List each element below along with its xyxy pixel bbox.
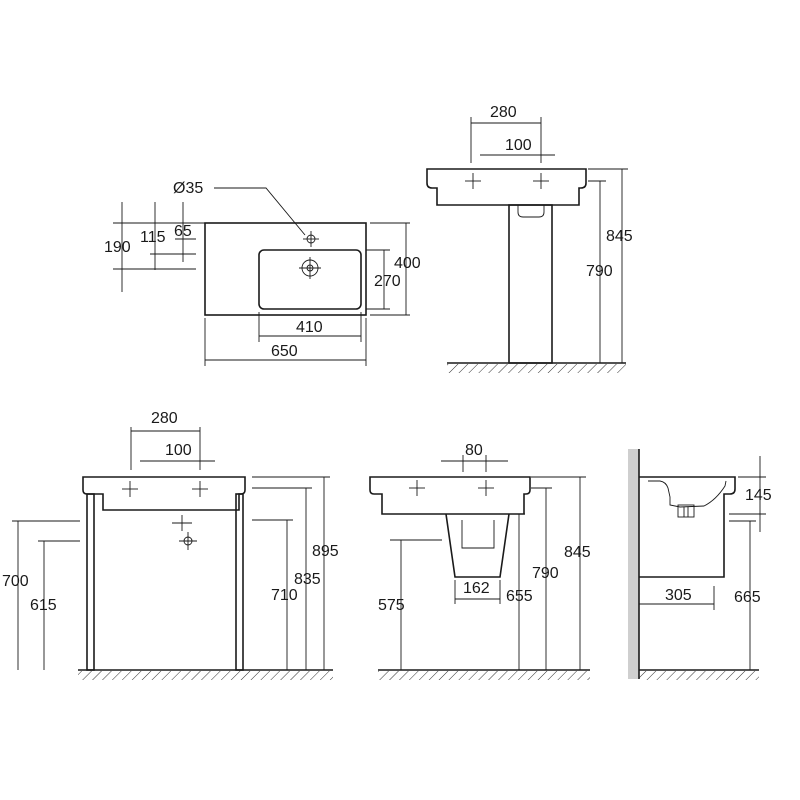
pedestal-view: 280 100 845 790 (426, 104, 633, 373)
semi-pedestal-inner (461, 520, 495, 549)
tap-hole-symbol (409, 480, 494, 496)
label-400: 400 (394, 255, 421, 272)
tap-hole-symbol (122, 481, 208, 497)
floor-hatch (378, 671, 590, 680)
basin-outline-front (82, 476, 246, 511)
basin-outline-front (426, 168, 587, 206)
label-845: 845 (606, 228, 633, 245)
label-410: 410 (296, 319, 323, 336)
label-575: 575 (378, 597, 405, 614)
trap-cover (517, 205, 545, 218)
label-115: 115 (140, 229, 166, 246)
basin-outline-front (369, 476, 531, 515)
label-100: 100 (165, 442, 192, 459)
basin-outline-plan (204, 222, 367, 316)
semi-pedestal (445, 513, 510, 578)
semipedestal-view: 80 162 575 655 790 845 (369, 442, 591, 680)
stand-leg-right (235, 493, 244, 671)
tap-hole-symbol (465, 173, 549, 189)
stand-leg-left (86, 493, 95, 671)
basin-outline-side (639, 476, 736, 578)
label-80: 80 (465, 442, 483, 459)
label-790: 790 (532, 565, 559, 582)
label-65: 65 (174, 223, 192, 240)
floor-hatch (447, 364, 626, 373)
label-835: 835 (294, 571, 321, 588)
floor-hatch (639, 671, 759, 680)
label-700: 700 (2, 573, 29, 590)
label-dia: Ø35 (173, 180, 203, 197)
floor-hatch (78, 671, 333, 680)
label-162: 162 (463, 580, 490, 597)
label-895: 895 (312, 543, 339, 560)
label-845: 845 (564, 544, 591, 561)
label-790: 790 (586, 263, 613, 280)
pedestal-column (508, 204, 553, 364)
label-305: 305 (665, 587, 692, 604)
label-145: 145 (745, 487, 772, 504)
label-650: 650 (271, 343, 298, 360)
label-270: 270 (374, 273, 401, 290)
diameter-leader (214, 187, 306, 236)
tap-hole-symbol (303, 231, 319, 247)
bowl-section (648, 480, 727, 508)
label-100: 100 (505, 137, 532, 154)
drain-symbol (299, 257, 321, 279)
label-615: 615 (30, 597, 57, 614)
top-view: Ø35 190 115 65 400 270 410 650 (104, 180, 421, 366)
stand-view: 280 100 700 615 895 835 710 (2, 410, 339, 680)
label-655: 655 (506, 588, 533, 605)
label-280: 280 (490, 104, 517, 121)
waste-outlet-symbol (172, 515, 197, 550)
side-view: 305 145 665 (628, 449, 772, 680)
label-665: 665 (734, 589, 761, 606)
bowl-outline-plan (258, 249, 362, 310)
label-710: 710 (271, 587, 298, 604)
wall-section (628, 449, 639, 679)
label-280: 280 (151, 410, 178, 427)
waste-outlet (677, 504, 695, 518)
label-190: 190 (104, 239, 131, 256)
